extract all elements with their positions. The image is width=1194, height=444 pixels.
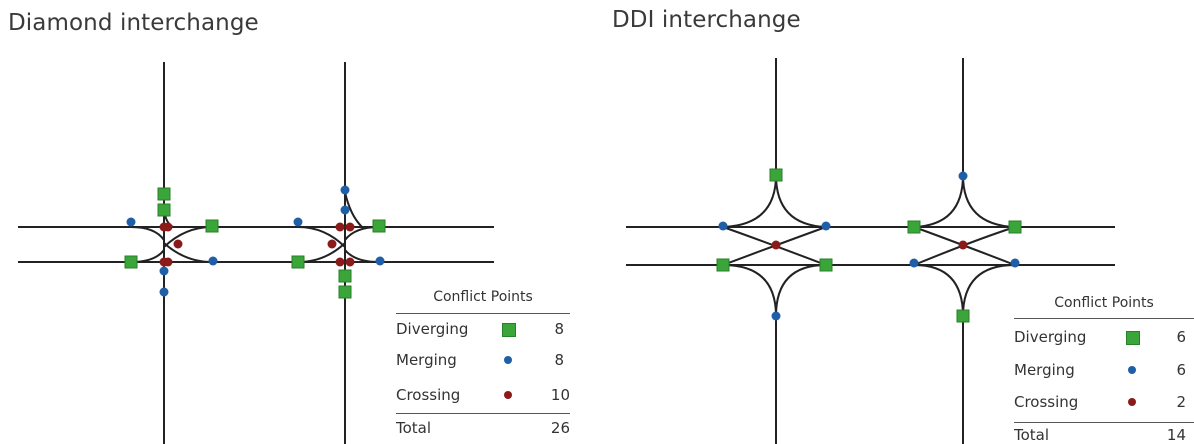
legend-row-merging: Merging <box>396 351 457 369</box>
merging-point <box>909 258 919 268</box>
crossing-point <box>163 222 173 232</box>
diverging-point <box>124 255 138 269</box>
ddi-ramp <box>913 226 1016 266</box>
legend-total-label: Total <box>1014 426 1050 444</box>
legend-value: 6 <box>1176 328 1186 346</box>
merging-point <box>293 217 303 227</box>
legend-label: Merging <box>1014 361 1075 379</box>
legend-value: 8 <box>554 351 564 369</box>
ddi-ramp <box>962 264 1016 317</box>
legend-header-rule <box>1014 318 1194 319</box>
legend-row-crossing: Crossing <box>1014 393 1078 411</box>
legend-total-rule <box>1014 422 1194 423</box>
merging-point <box>718 221 728 231</box>
diamond-conflict-points <box>124 185 386 299</box>
diverging-point <box>338 285 352 299</box>
ddi-conflict-points <box>716 168 1022 323</box>
diverging-point <box>1008 220 1022 234</box>
legend-row-crossing: Crossing <box>396 386 460 404</box>
legend-label: Crossing <box>1014 393 1079 411</box>
legend-label: Merging <box>396 351 457 369</box>
crossing-point <box>163 257 173 267</box>
merging-point <box>159 287 169 297</box>
diamond-ramp <box>344 249 380 263</box>
ddi-ramp <box>913 226 1016 266</box>
legend-row-diverging: Diverging <box>1014 328 1086 346</box>
ddi-ramp <box>775 264 827 317</box>
ddi-ramp <box>775 174 827 228</box>
merging-dot-icon <box>504 356 512 364</box>
crossing-point <box>327 239 337 249</box>
merging-dot-icon <box>1128 366 1136 374</box>
crossing-dot-icon <box>504 391 512 399</box>
merging-point <box>208 256 218 266</box>
diverging-point <box>338 269 352 283</box>
diamond-interchange-title: Diamond interchange <box>8 10 259 36</box>
merging-point <box>159 266 169 276</box>
legend-total-label: Total <box>396 419 432 437</box>
diverging-point <box>372 219 386 233</box>
legend-header: Conflict Points <box>433 289 533 305</box>
diverging-square-icon <box>502 323 516 337</box>
legend-label: Diverging <box>1014 328 1087 346</box>
legend-value: 10 <box>550 386 570 404</box>
legend-row-diverging: Diverging <box>396 320 468 338</box>
crossing-point <box>173 239 183 249</box>
diverging-point <box>907 220 921 234</box>
ddi-ramp <box>722 226 827 266</box>
crossing-point <box>345 257 355 267</box>
diverging-point <box>956 309 970 323</box>
crossing-point <box>771 240 781 250</box>
legend-total-rule <box>396 413 570 414</box>
ddi-ramp <box>913 264 964 317</box>
crossing-point <box>958 240 968 250</box>
merging-point <box>126 217 136 227</box>
legend-header: Conflict Points <box>1054 295 1154 311</box>
legend-value: 6 <box>1176 361 1186 379</box>
ddi-diagram <box>626 58 1115 444</box>
merging-point <box>958 171 968 181</box>
legend-total-value: 26 <box>550 419 570 437</box>
legend-row-merging: Merging <box>1014 361 1075 379</box>
diverging-point <box>157 187 171 201</box>
crossing-point <box>345 222 355 232</box>
diverging-point <box>157 203 171 217</box>
legend-value: 2 <box>1176 393 1186 411</box>
diverging-point <box>291 255 305 269</box>
merging-point <box>340 185 350 195</box>
diamond-ramp <box>297 226 346 248</box>
merging-point <box>1010 258 1020 268</box>
crossing-point <box>335 222 345 232</box>
diverging-point <box>819 258 833 272</box>
merging-point <box>375 256 385 266</box>
legend-label: Crossing <box>396 386 461 404</box>
merging-point <box>771 311 781 321</box>
diverging-point <box>205 219 219 233</box>
merging-point <box>821 221 831 231</box>
legend-header-rule <box>396 313 570 314</box>
legend-value: 8 <box>554 320 564 338</box>
diverging-point <box>716 258 730 272</box>
ddi-interchange-title: DDI interchange <box>612 7 801 33</box>
legend-total-value: 14 <box>1166 426 1186 444</box>
ddi-ramp <box>722 226 827 266</box>
ddi-ramp <box>962 174 1016 228</box>
ddi-ramp <box>913 174 964 228</box>
diverging-square-icon <box>1126 331 1140 345</box>
diamond-ramp <box>344 191 363 228</box>
legend-label: Diverging <box>396 320 469 338</box>
ddi-conflict-legend: Conflict Points Diverging 6 Merging 6 Cr… <box>1014 290 1194 444</box>
diamond-ramp <box>130 226 165 241</box>
crossing-dot-icon <box>1128 398 1136 406</box>
diamond-ramp <box>163 242 213 263</box>
diverging-point <box>769 168 783 182</box>
ddi-ramp <box>722 264 777 317</box>
merging-point <box>340 205 350 215</box>
diamond-conflict-legend: Conflict Points Diverging 8 Merging 8 Cr… <box>396 285 570 444</box>
ddi-ramp <box>722 174 777 228</box>
crossing-point <box>335 257 345 267</box>
